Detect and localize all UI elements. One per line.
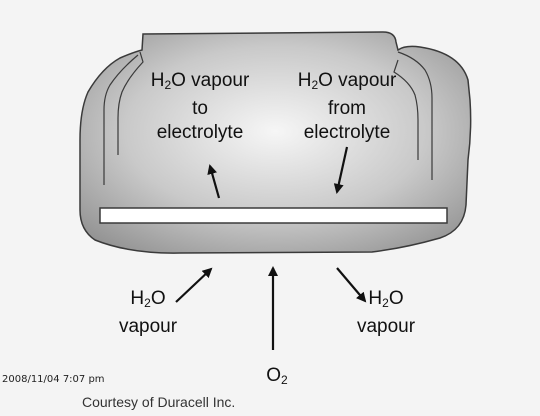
photo-timestamp: 2008/11/04 7:07 pm <box>2 374 105 385</box>
label-vapour-to-electrolyte: H2O vapour to electrolyte <box>120 69 280 145</box>
label-vapour-in: H2O vapour <box>108 287 188 339</box>
label-line: vapour <box>118 316 178 337</box>
label-line: H2O vapour <box>150 70 250 92</box>
credit-text: Courtesy of Duracell Inc. <box>82 394 236 410</box>
right-gasket-line-2 <box>393 59 419 160</box>
label-line: from <box>328 98 366 119</box>
right-gasket-line <box>397 51 433 180</box>
left-gasket-line <box>103 54 139 185</box>
label-line: electrolyte <box>156 122 244 143</box>
arrow-vapour-out <box>336 267 367 303</box>
label-vapour-out: H2O vapour <box>346 287 426 339</box>
label-line: H2O <box>130 288 166 310</box>
electrolyte-strip <box>99 207 448 224</box>
label-line: electrolyte <box>303 122 391 143</box>
arrow-to-electrolyte <box>207 164 221 199</box>
left-gasket-line-2 <box>117 51 144 155</box>
cell-body <box>79 31 472 254</box>
label-line: H2O vapour <box>297 70 397 92</box>
label-oxygen: O2 <box>266 365 288 387</box>
arrow-vapour-in <box>175 267 213 303</box>
arrow-from-electrolyte <box>333 146 349 194</box>
label-line: vapour <box>356 316 416 337</box>
label-line: to <box>192 98 208 119</box>
label-vapour-from-electrolyte: H2O vapour from electrolyte <box>262 69 432 145</box>
label-line: H2O <box>368 288 404 310</box>
